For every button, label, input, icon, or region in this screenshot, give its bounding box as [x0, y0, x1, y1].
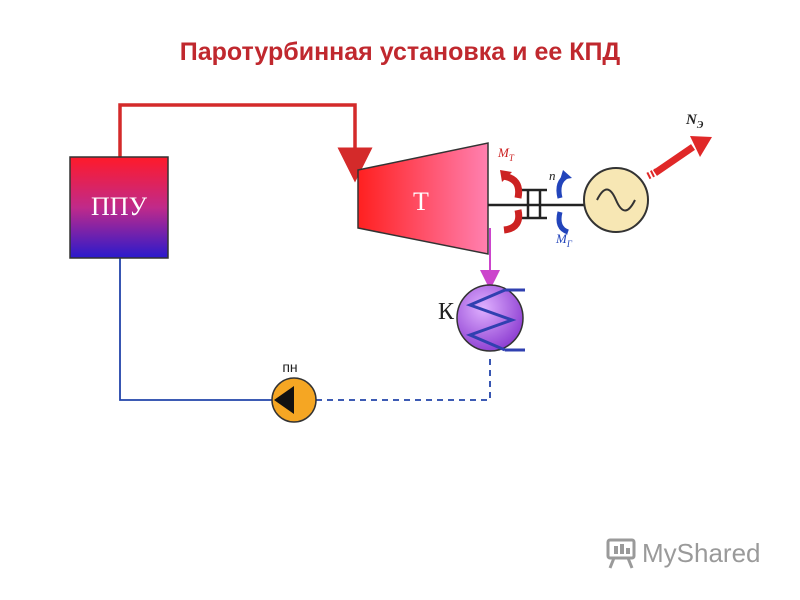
zigzag-coil-icon: [465, 288, 525, 352]
ppu-label: ППУ: [91, 192, 148, 221]
turbine-block: [357, 142, 489, 255]
watermark: MyShared: [606, 536, 776, 572]
turbine-moment-sub: Т: [509, 153, 515, 163]
pump-label: пн: [282, 359, 297, 375]
watermark-text: MyShared: [642, 538, 761, 568]
power-main: N: [685, 112, 698, 128]
page-title: Паротурбинная установка и ее КПД: [179, 38, 621, 66]
power-label: NЭ: [685, 112, 704, 131]
power-output-arrow: [646, 136, 712, 180]
sine-wave-icon: [596, 188, 636, 212]
turbine-moment-main: M: [497, 145, 510, 160]
turbine-label: Т: [413, 187, 429, 216]
pump-triangle-icon: [274, 386, 294, 414]
ppu-block: [69, 156, 169, 259]
feedwater-line: [119, 258, 272, 401]
shaft-coupling: [521, 188, 547, 220]
speed-label: n: [549, 168, 556, 183]
power-sub: Э: [697, 120, 704, 131]
turbine-moment-label: MТ: [497, 145, 515, 163]
presentation-board-icon: [606, 538, 636, 569]
turbine-torque-arrow: [500, 170, 523, 234]
generator-moment-main: M: [555, 231, 568, 246]
generator-moment-label: MГ: [555, 231, 573, 249]
condenser-label: К: [438, 299, 455, 325]
generator-torque-arrow: [556, 170, 572, 235]
condensate-line: [316, 355, 491, 401]
steam-line: [118, 103, 373, 183]
generator-moment-sub: Г: [566, 239, 573, 249]
